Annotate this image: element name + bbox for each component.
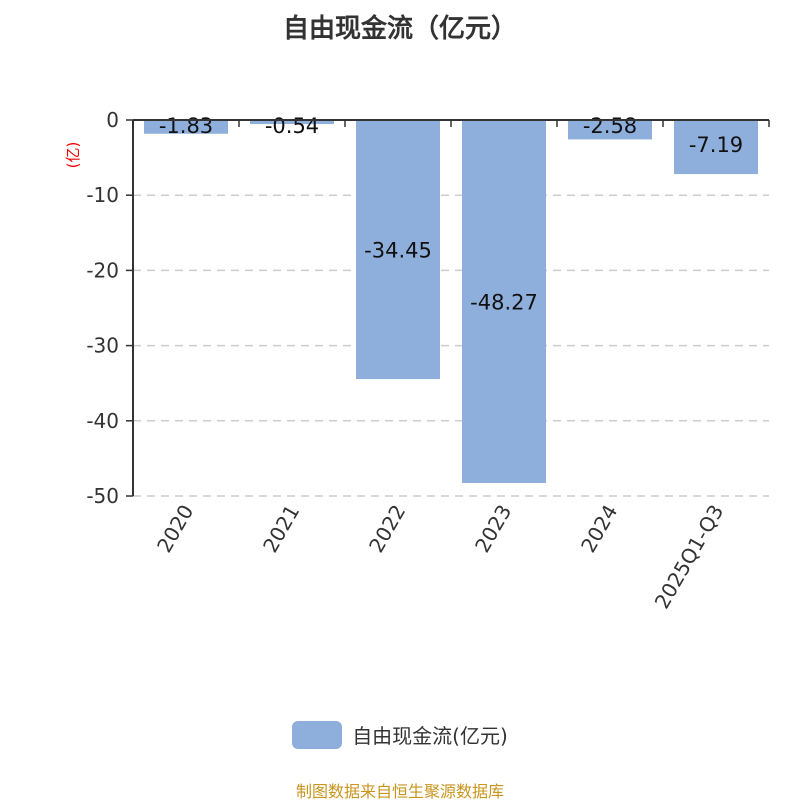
bar [568, 120, 652, 140]
x-tick-label: 2021 [258, 501, 304, 557]
x-tick-label: 2020 [152, 501, 198, 557]
data-label: -2.58 [583, 114, 637, 138]
bar [462, 120, 546, 483]
x-tick-label: 2025Q1-Q3 [650, 501, 729, 613]
y-tick-label: -30 [86, 334, 119, 358]
legend[interactable]: 自由现金流(亿元) [0, 720, 800, 749]
y-tick-label: -40 [86, 409, 119, 433]
bar [144, 120, 228, 134]
chart-title: 自由现金流（亿元） [282, 14, 517, 44]
y-tick-label: -20 [86, 258, 119, 282]
y-tick-label: -10 [86, 183, 119, 207]
y-axis-label: (亿) [64, 142, 82, 169]
source-note: 制图数据来自恒生聚源数据库 [295, 782, 504, 801]
data-label: -1.83 [159, 114, 213, 138]
x-tick-label: 2022 [364, 501, 410, 557]
x-tick-label: 2024 [576, 501, 622, 557]
bar [356, 120, 440, 380]
data-label: -0.54 [265, 114, 319, 138]
y-tick-label: 0 [106, 108, 119, 132]
bar [674, 120, 758, 175]
data-label: -48.27 [470, 290, 538, 314]
legend-label: 自由现金流(亿元) [352, 724, 508, 748]
legend-swatch [292, 720, 343, 749]
y-tick-label: -50 [86, 484, 119, 508]
x-tick-label: 2023 [470, 501, 516, 557]
data-label: -34.45 [364, 239, 432, 263]
bar [250, 120, 334, 125]
data-label: -7.19 [689, 133, 743, 157]
